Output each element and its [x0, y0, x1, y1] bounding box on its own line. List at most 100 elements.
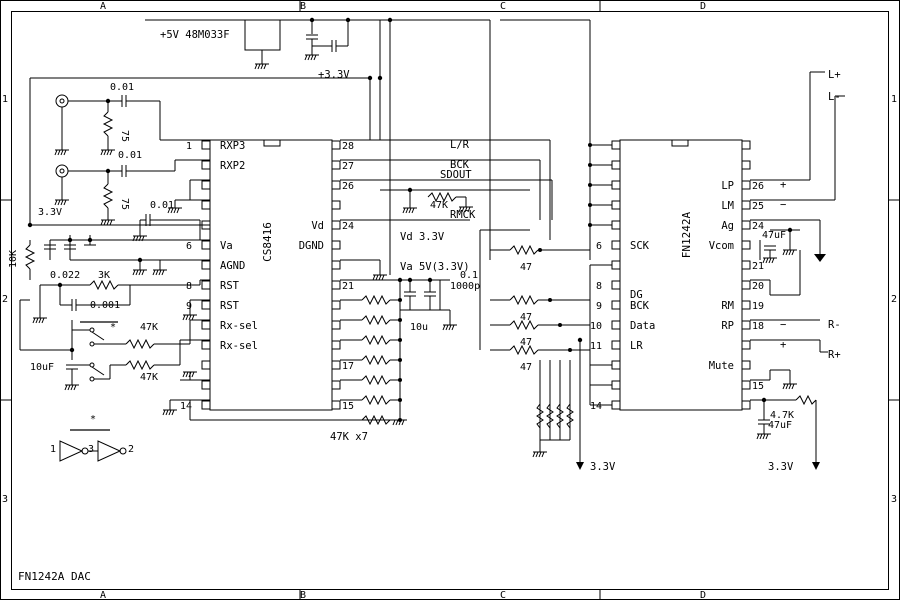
res-75-a-label: 75 — [119, 130, 130, 142]
fn1242-left-pin-num: 10 — [590, 321, 602, 332]
pullup-resistor — [536, 403, 544, 429]
ground-symbol — [381, 274, 385, 281]
fn1242-left-pin-name: LR — [630, 340, 643, 352]
ground-symbol — [60, 199, 64, 206]
junction-dot — [427, 277, 433, 283]
fn1242-left-pin-box — [611, 360, 621, 370]
regulator-section — [30, 19, 591, 275]
ground-symbol — [73, 384, 77, 391]
frame-col-c-top: C — [500, 1, 506, 12]
ground-symbol — [307, 54, 311, 61]
rp-polarity-label: + — [780, 339, 786, 351]
ground-symbol — [168, 409, 172, 416]
resistor-47-label: 47 — [520, 312, 532, 323]
ground-symbol — [467, 206, 471, 213]
frame-col-b-bottom: B — [300, 590, 306, 600]
fn1242-right-pin-box — [741, 180, 751, 190]
cs8416-right-pin-box — [331, 380, 341, 390]
fn1242-left-pin-name: SCK — [630, 240, 650, 252]
ground-symbol — [313, 54, 317, 61]
cs8416-left-pin-box — [201, 320, 211, 330]
ground-symbol — [408, 207, 412, 214]
ground-symbol — [451, 324, 455, 331]
fn1242-right-pin-box — [741, 300, 751, 310]
fn1242-right-pin-num: 15 — [752, 381, 764, 392]
inverter-star-note: * — [90, 414, 96, 425]
cs8416-right-pin-num: 27 — [342, 161, 354, 172]
cs8416-right-pin-box — [331, 140, 341, 150]
ground-symbol — [67, 384, 71, 391]
resistor-47k — [361, 314, 391, 326]
ground-symbol — [254, 63, 258, 70]
ground-symbol — [106, 219, 110, 226]
ground-symbol — [405, 207, 409, 214]
cs8416-right-pin-box — [331, 400, 341, 410]
cs8416-right-pin-num: 24 — [342, 221, 354, 232]
ground-symbol — [54, 199, 58, 206]
fn1242a-dg-label: DG — [630, 289, 643, 301]
junction-dot — [577, 337, 583, 343]
rail-3v3-label: +3.3V — [318, 69, 350, 81]
frame-col-d-bottom: D — [700, 590, 706, 600]
ground-symbol — [57, 149, 61, 156]
ground-symbol — [106, 149, 110, 156]
fn1242-left-pin-name: Data — [630, 320, 655, 332]
ground-symbol — [35, 317, 39, 324]
ground-symbol — [411, 207, 415, 214]
cs8416-right-pin-num: 17 — [342, 361, 354, 372]
cs8416-left-pin-name: AGND — [220, 260, 245, 272]
drawing-title: FN1242A DAC — [18, 570, 91, 583]
ground-symbol — [263, 63, 267, 70]
pullup-3v3-label: 3.3V — [590, 461, 616, 473]
res-47k-a-label: 47K — [140, 322, 158, 333]
frame-row-1-right: 1 — [891, 94, 897, 105]
fn1242-right-pin-name: RM — [721, 300, 734, 312]
cs8416-right-pin-box — [331, 180, 341, 190]
junction-dot — [105, 168, 111, 174]
junction-dot — [57, 282, 63, 288]
ground-symbol — [756, 433, 760, 440]
ground-symbol — [191, 371, 195, 378]
cs8416-left-pin-box — [201, 200, 211, 210]
ground-symbol — [257, 63, 261, 70]
fn1242-left-pin-num: 11 — [590, 341, 602, 352]
cap-0-022-label: 0.022 — [50, 270, 80, 281]
ground-symbol — [398, 419, 402, 426]
cs8416-right-pin-box — [331, 340, 341, 350]
fn1242-left-pin-box — [611, 400, 621, 410]
ground-symbol — [135, 269, 139, 276]
junction-dot — [67, 237, 73, 243]
ground-symbol — [141, 235, 145, 242]
inverter-pin-1: 1 — [50, 444, 56, 455]
output-r-minus-label: R- — [828, 319, 841, 331]
cs8416-right-pin-box — [331, 240, 341, 250]
junction-dot — [398, 378, 402, 382]
ground-symbol — [782, 383, 786, 390]
fn1242-right-pin-box — [741, 140, 751, 150]
ground-symbol — [63, 149, 67, 156]
ground-symbol — [392, 419, 396, 426]
ground-symbol — [445, 324, 449, 331]
resistor-47-label: 47 — [520, 362, 532, 373]
ground-symbol — [32, 317, 36, 324]
fn1242-right-pin-box — [741, 320, 751, 330]
output-l-plus-label: L+ — [828, 69, 841, 81]
inverter-pin-3: 3 — [88, 444, 94, 455]
frame-row-3-right: 3 — [891, 494, 897, 505]
ground-symbol — [188, 371, 192, 378]
fn1242-right-pin-box — [741, 360, 751, 370]
ground-symbol — [70, 384, 74, 391]
cs8416-left-pin-num: 8 — [186, 281, 192, 292]
fn1242-left-pin-num: 8 — [596, 281, 602, 292]
ground-symbol — [141, 269, 145, 276]
fn1242-right-pin-num: 21 — [752, 261, 764, 272]
fn1242-right-pin-num: 20 — [752, 281, 764, 292]
fn1242-left-pin-num: 14 — [590, 401, 602, 412]
fn1242-left-pin-box — [611, 380, 621, 390]
cs8416-left-pin-name: RST — [220, 300, 240, 312]
fn1242-right-pin-box — [741, 200, 751, 210]
ground-symbol — [152, 269, 156, 276]
junction-dot — [398, 318, 402, 322]
ground-symbol — [185, 314, 189, 321]
